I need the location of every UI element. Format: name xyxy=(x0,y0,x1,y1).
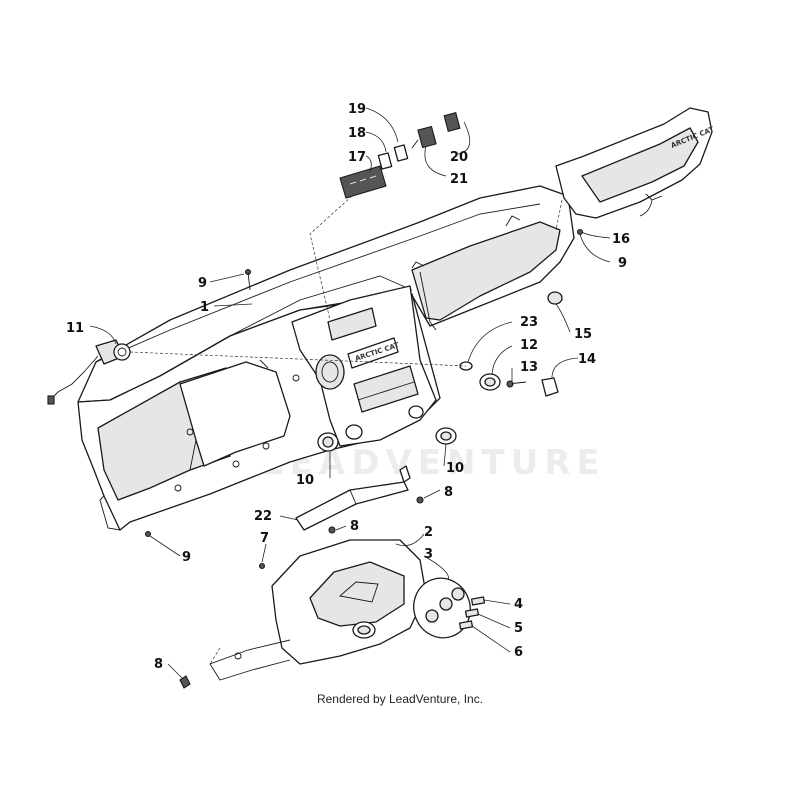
assembly-lines xyxy=(129,195,563,367)
callout-8-bottom: 8 xyxy=(154,657,163,672)
dashboard-panel: ARCTIC CAT xyxy=(77,185,575,531)
callout-23: 23 xyxy=(520,315,538,330)
lower-console-housing xyxy=(209,539,427,681)
mounting-bracket xyxy=(295,465,411,531)
callout-9-top: 9 xyxy=(198,276,207,291)
callout-1: 1 xyxy=(200,300,209,315)
callout-18: 18 xyxy=(348,126,366,141)
small-components xyxy=(459,291,563,397)
callout-13: 13 xyxy=(520,360,538,375)
callout-11: 11 xyxy=(66,321,84,336)
callout-21: 21 xyxy=(450,172,468,187)
callout-9-right: 9 xyxy=(618,256,627,271)
callout-4: 4 xyxy=(514,597,523,612)
callout-14: 14 xyxy=(578,352,596,367)
callout-5: 5 xyxy=(514,621,523,636)
callout-labels: 19 18 17 20 21 9 1 11 16 9 23 12 13 14 1… xyxy=(66,102,630,672)
callout-20: 20 xyxy=(450,150,468,165)
callout-22: 22 xyxy=(254,509,272,524)
callout-19: 19 xyxy=(348,102,366,117)
callout-2: 2 xyxy=(424,525,433,540)
switch-parts xyxy=(339,112,461,199)
leader-lines xyxy=(89,107,653,679)
callout-8-bracket: 8 xyxy=(444,485,453,500)
gauge-plate xyxy=(413,577,486,639)
callout-6: 6 xyxy=(514,645,523,660)
callout-10-right: 10 xyxy=(446,461,464,476)
callout-7: 7 xyxy=(260,531,269,546)
key-switch-harness xyxy=(47,339,131,405)
callout-16: 16 xyxy=(612,232,630,247)
render-credit: Rendered by LeadVenture, Inc. xyxy=(316,692,484,706)
knobs xyxy=(317,427,457,452)
instrument-cover: ARCTIC CAT xyxy=(555,107,715,219)
callout-8-mid: 8 xyxy=(350,519,359,534)
callout-15: 15 xyxy=(574,327,592,342)
callout-3: 3 xyxy=(424,547,433,562)
callout-17: 17 xyxy=(348,150,366,165)
callout-12: 12 xyxy=(520,338,538,353)
callout-9-bottom: 9 xyxy=(182,550,191,565)
callout-10-left: 10 xyxy=(296,473,314,488)
